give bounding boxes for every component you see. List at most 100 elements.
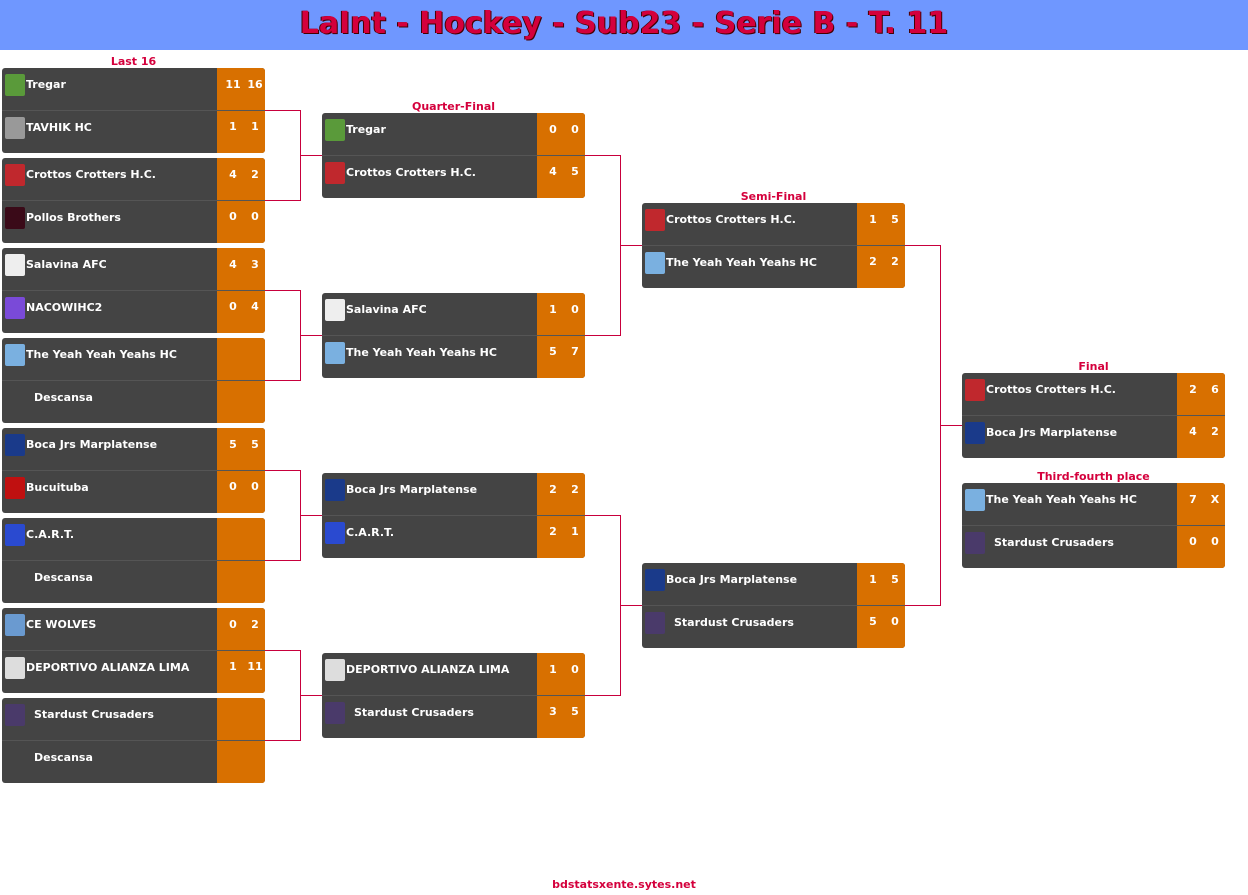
score: 11: [225, 78, 241, 91]
team-logo-icon: [645, 569, 665, 591]
team-row[interactable]: Boca Jrs Marplatense: [322, 473, 585, 516]
score: 2: [251, 168, 259, 181]
team-row[interactable]: Stardust Crusaders: [2, 698, 265, 741]
score: 4: [229, 258, 237, 271]
team-logo-icon: [5, 254, 25, 276]
bracket-connector: [300, 335, 322, 336]
team-row[interactable]: TAVHIK HC: [2, 111, 265, 153]
footer-link[interactable]: bdstatsxente.sytes.net: [552, 878, 696, 891]
score: 0: [229, 480, 237, 493]
team-row[interactable]: The Yeah Yeah Yeahs HC: [642, 246, 905, 288]
team-row[interactable]: Descansa: [2, 381, 265, 423]
match-box[interactable]: C.A.R.T.Descansa: [2, 518, 265, 603]
score: 1: [229, 660, 237, 673]
team-name: NACOWIHC2: [26, 301, 103, 314]
score: 3: [549, 705, 557, 718]
team-row[interactable]: Descansa: [2, 741, 265, 783]
team-row[interactable]: Stardust Crusaders: [962, 526, 1225, 568]
score: 1: [571, 525, 579, 538]
round-label: Last 16: [110, 55, 157, 68]
team-logo-icon: [965, 532, 985, 554]
score: 2: [549, 525, 557, 538]
team-logo-icon: [5, 74, 25, 96]
team-logo-icon: [5, 207, 25, 229]
team-row[interactable]: The Yeah Yeah Yeahs HC: [322, 336, 585, 378]
team-logo-icon: [325, 479, 345, 501]
score: 2: [549, 483, 557, 496]
team-name: CE WOLVES: [26, 618, 97, 631]
team-row[interactable]: Crottos Crotters H.C.: [962, 373, 1225, 416]
team-row[interactable]: Crottos Crotters H.C.: [642, 203, 905, 246]
team-logo-icon: [5, 344, 25, 366]
team-name: Stardust Crusaders: [994, 536, 1114, 549]
round-label: Final: [1078, 360, 1109, 373]
team-row[interactable]: Salavina AFC: [2, 248, 265, 291]
team-row[interactable]: Crottos Crotters H.C.: [322, 156, 585, 198]
score: 5: [229, 438, 237, 451]
bracket-connector: [940, 425, 962, 426]
score: 5: [549, 345, 557, 358]
team-row[interactable]: Tregar: [322, 113, 585, 156]
team-logo-icon: [325, 659, 345, 681]
team-row[interactable]: Stardust Crusaders: [642, 606, 905, 648]
team-row[interactable]: The Yeah Yeah Yeahs HC: [962, 483, 1225, 526]
team-logo-icon: [325, 342, 345, 364]
score: 5: [251, 438, 259, 451]
team-row[interactable]: NACOWIHC2: [2, 291, 265, 333]
bracket-connector: [620, 245, 642, 246]
team-row[interactable]: Descansa: [2, 561, 265, 603]
team-row[interactable]: Boca Jrs Marplatense: [2, 428, 265, 471]
team-row[interactable]: Salavina AFC: [322, 293, 585, 336]
team-logo-icon: [645, 612, 665, 634]
score: 0: [571, 303, 579, 316]
team-logo-icon: [5, 297, 25, 319]
bracket-connector: [585, 335, 621, 336]
team-row[interactable]: C.A.R.T.: [2, 518, 265, 561]
team-name: Crottos Crotters H.C.: [26, 168, 156, 181]
team-logo-icon: [5, 704, 25, 726]
bracket-connector: [905, 605, 941, 606]
team-name: Tregar: [26, 78, 66, 91]
team-name: The Yeah Yeah Yeahs HC: [666, 256, 817, 269]
team-name: Descansa: [34, 751, 93, 764]
team-row[interactable]: Stardust Crusaders: [322, 696, 585, 738]
team-row[interactable]: Tregar: [2, 68, 265, 111]
score: 0: [571, 123, 579, 136]
team-logo-icon: [965, 489, 985, 511]
team-logo-icon: [965, 379, 985, 401]
team-name: Stardust Crusaders: [354, 706, 474, 719]
team-row[interactable]: CE WOLVES: [2, 608, 265, 651]
score: 1: [869, 213, 877, 226]
team-name: TAVHIK HC: [26, 121, 92, 134]
team-row[interactable]: DEPORTIVO ALIANZA LIMA: [2, 651, 265, 693]
team-row[interactable]: DEPORTIVO ALIANZA LIMA: [322, 653, 585, 696]
team-row[interactable]: The Yeah Yeah Yeahs HC: [2, 338, 265, 381]
team-name: Pollos Brothers: [26, 211, 121, 224]
team-row[interactable]: Pollos Brothers: [2, 201, 265, 243]
team-name: Boca Jrs Marplatense: [346, 483, 478, 496]
team-row[interactable]: Boca Jrs Marplatense: [962, 416, 1225, 458]
team-row[interactable]: Bucuituba: [2, 471, 265, 513]
team-row[interactable]: Crottos Crotters H.C.: [2, 158, 265, 201]
team-row[interactable]: C.A.R.T.: [322, 516, 585, 558]
team-logo-icon: [325, 702, 345, 724]
team-name: Crottos Crotters H.C.: [986, 383, 1116, 396]
score: 0: [891, 615, 899, 628]
team-row[interactable]: Boca Jrs Marplatense: [642, 563, 905, 606]
bracket-connector: [265, 290, 301, 291]
